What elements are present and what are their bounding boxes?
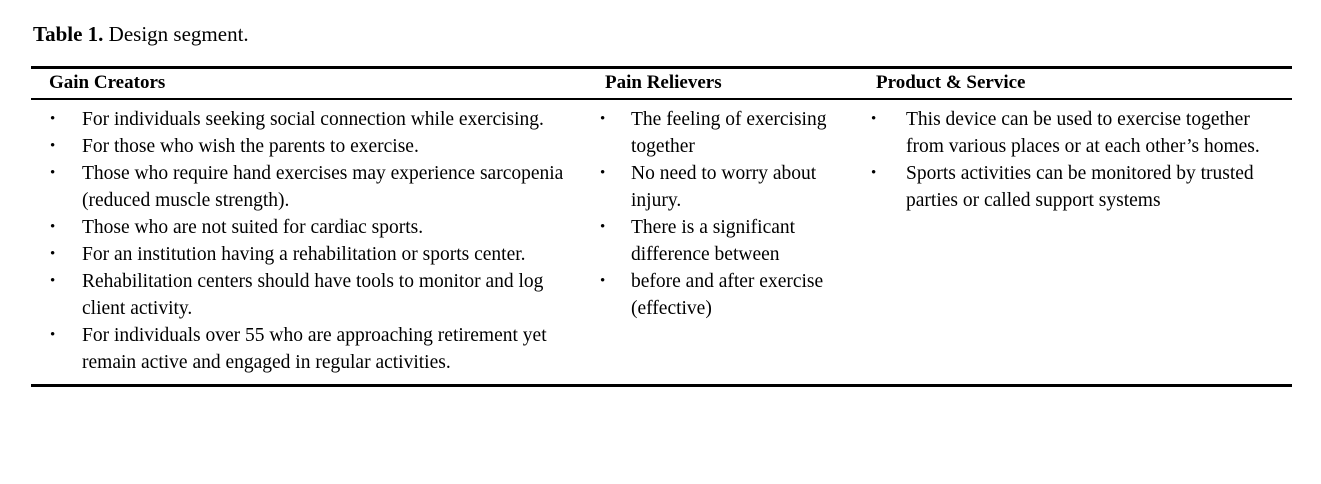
list-item: • There is a significant difference betwe… <box>587 214 858 268</box>
list-item: • Rehabilitation centers should have tool… <box>31 268 587 322</box>
bullet-icon: • <box>50 219 56 235</box>
list-item: • Sports activities can be monitored by t… <box>858 160 1292 214</box>
list-item: • before and after exercise (effective) <box>587 268 858 322</box>
table-grid: Gain Creators Pain Relievers Product & S… <box>31 69 1292 98</box>
cell-pain-relievers: • The feeling of exercising together • No n… <box>587 100 858 384</box>
list-item: • For an institution having a rehabilitat… <box>31 241 587 268</box>
column-header-product-service: Product & Service <box>876 72 1026 93</box>
table-caption: Table 1. Design segment. <box>33 20 249 48</box>
bullet-icon: • <box>50 165 56 181</box>
list-item-text: For individuals over 55 who are approach… <box>82 325 547 373</box>
design-segment-table: Gain Creators Pain Relievers Product & S… <box>31 66 1292 387</box>
bullet-icon: • <box>600 111 606 127</box>
bullet-icon: • <box>50 138 56 154</box>
list-item-text: This device can be used to exercise toge… <box>906 109 1260 157</box>
bullet-icon: • <box>50 246 56 262</box>
table-header-rule <box>31 98 1292 100</box>
bullet-icon: • <box>50 111 56 127</box>
list-item-text: There is a significant difference betwee… <box>631 217 796 265</box>
list-item: • This device can be used to exercise tog… <box>858 106 1292 160</box>
bullet-icon: • <box>871 111 877 127</box>
bullet-icon: • <box>600 165 606 181</box>
cell-bottom-spacer <box>31 376 587 384</box>
list-item-text: Those who are not suited for cardiac spo… <box>82 217 424 238</box>
list-item-text: No need to worry about injury. <box>631 163 817 211</box>
list-item: • Those who require hand exercises may ex… <box>31 160 587 214</box>
table-body: • For individuals seeking social connecti… <box>31 100 1292 384</box>
bullet-list-product-service: • This device can be used to exercise tog… <box>858 106 1292 214</box>
bullet-icon: • <box>871 165 877 181</box>
list-item: • For individuals over 55 who are approac… <box>31 322 587 376</box>
list-item-text: Those who require hand exercises may exp… <box>82 163 564 211</box>
list-item-text: Sports activities can be monitored by tr… <box>906 163 1254 211</box>
bullet-list-pain-relievers: • The feeling of exercising together • No n… <box>587 106 858 322</box>
list-item-text: The feeling of exercising together <box>631 109 827 157</box>
bullet-icon: • <box>50 273 56 289</box>
column-header-pain-relievers: Pain Relievers <box>605 72 722 93</box>
table-row: • For individuals seeking social connecti… <box>31 100 1292 384</box>
bullet-icon: • <box>600 219 606 235</box>
list-item-text: before and after exercise (effective) <box>631 271 824 319</box>
bullet-list-gain-creators: • For individuals seeking social connecti… <box>31 106 587 376</box>
cell-gain-creators: • For individuals seeking social connecti… <box>31 100 587 384</box>
column-header-gain-creators: Gain Creators <box>49 72 166 93</box>
bullet-icon: • <box>50 327 56 343</box>
list-item: • The feeling of exercising together <box>587 106 858 160</box>
table-top-rule <box>31 66 1292 69</box>
list-item: • No need to worry about injury. <box>587 160 858 214</box>
list-item-text: For individuals seeking social connectio… <box>82 109 544 130</box>
table-header-row: Gain Creators Pain Relievers Product & S… <box>31 69 1292 98</box>
list-item-text: For those who wish the parents to exerci… <box>82 136 419 157</box>
list-item: • For individuals seeking social connecti… <box>31 106 587 133</box>
bullet-icon: • <box>600 273 606 289</box>
caption-text: Design segment. <box>103 22 249 46</box>
list-item: • Those who are not suited for cardiac sp… <box>31 214 587 241</box>
list-item-text: Rehabilitation centers should have tools… <box>82 271 544 319</box>
list-item-text: For an institution having a rehabilitati… <box>82 244 526 265</box>
cell-product-service: • This device can be used to exercise tog… <box>858 100 1292 384</box>
caption-label: Table 1. <box>33 22 104 46</box>
table-bottom-rule <box>31 384 1292 387</box>
list-item: • For those who wish the parents to exerc… <box>31 133 587 160</box>
